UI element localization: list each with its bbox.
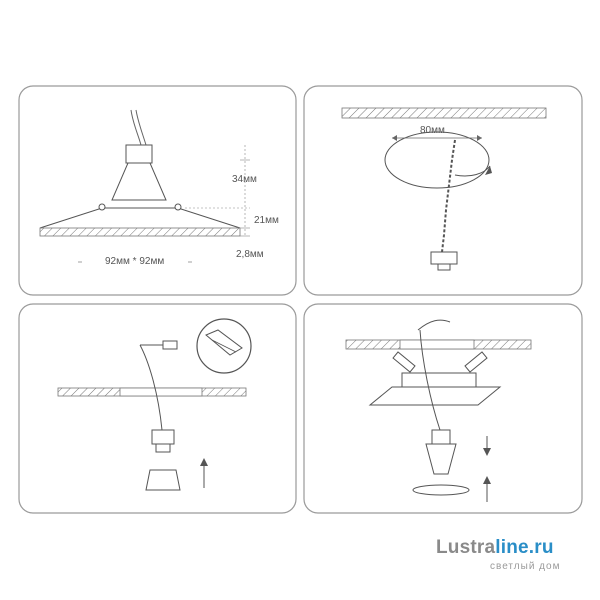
lamp-socket bbox=[125, 144, 153, 164]
lamp-socket bbox=[151, 429, 175, 445]
connector bbox=[430, 251, 458, 265]
retaining-ring bbox=[412, 484, 470, 496]
fixture-ring bbox=[401, 372, 477, 388]
dim-hole-diameter: 80мм bbox=[420, 125, 445, 136]
ceiling-section bbox=[39, 227, 241, 237]
spring-clip-left bbox=[392, 351, 416, 373]
watermark-logo: Lustraline.ru bbox=[436, 537, 554, 558]
dim-frame-thickness: 2,8мм bbox=[236, 249, 264, 260]
panel-installation bbox=[303, 303, 583, 514]
ceiling-slab bbox=[341, 107, 547, 119]
lamp-bulb bbox=[111, 162, 167, 201]
supply-wire bbox=[139, 344, 163, 431]
rotate-arrow bbox=[454, 165, 491, 177]
watermark-tagline: светлый дом bbox=[490, 561, 561, 572]
dim-size: 92мм * 92мм bbox=[105, 256, 164, 267]
lamp-bulb bbox=[425, 443, 457, 475]
fixture-frame bbox=[39, 207, 241, 229]
cable bbox=[135, 109, 147, 146]
dim-height-frame: 21мм bbox=[254, 215, 279, 226]
ceiling-hole bbox=[384, 131, 490, 189]
dim-height-total: 34мм bbox=[232, 174, 257, 185]
panel-cutout: 80мм bbox=[303, 85, 583, 296]
fixture-frame bbox=[368, 386, 502, 406]
supply-wire bbox=[419, 329, 441, 431]
panel-dimensions: 34мм 21мм 2,8мм 92мм * 92мм bbox=[18, 85, 297, 296]
panel-wiring bbox=[18, 303, 297, 514]
saw-cord bbox=[441, 139, 456, 253]
spring-clip-right bbox=[464, 351, 488, 373]
lamp-socket bbox=[431, 429, 451, 445]
lamp-bulb bbox=[145, 469, 181, 491]
